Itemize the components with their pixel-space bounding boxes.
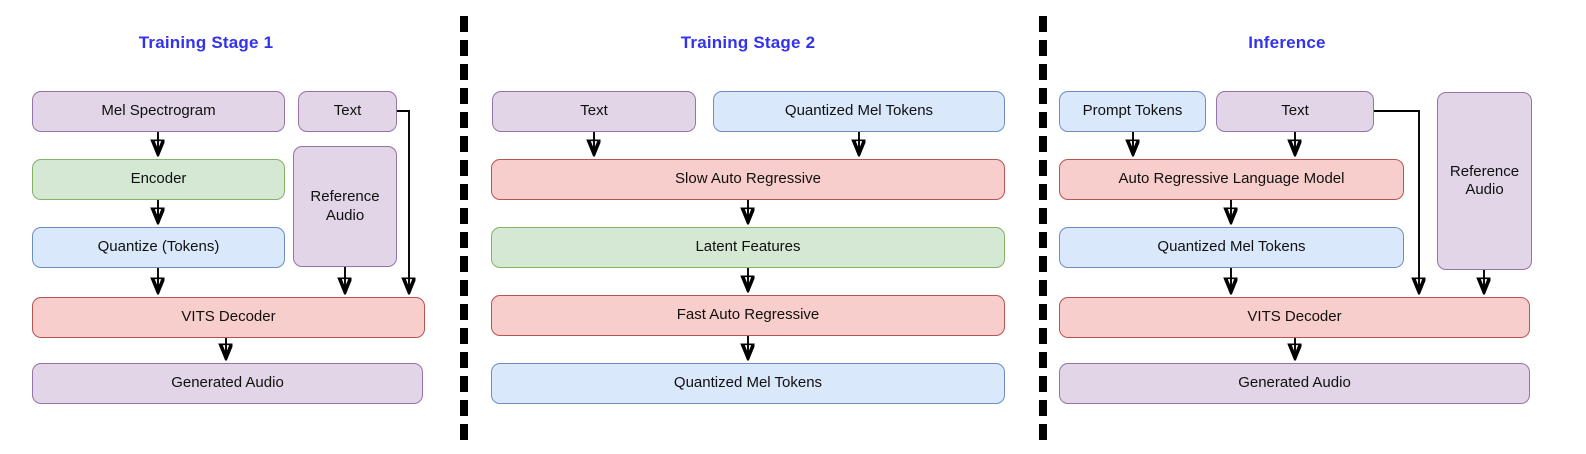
node-text-inference[interactable]: Text [1216,91,1374,132]
node-reference-audio-stage1[interactable]: Reference Audio [293,146,397,267]
node-text-stage1[interactable]: Text [298,91,397,132]
node-latent-features[interactable]: Latent Features [491,227,1005,268]
node-quantized-mel-tokens-inference[interactable]: Quantized Mel Tokens [1059,227,1404,268]
node-generated-audio-stage1[interactable]: Generated Audio [32,363,423,404]
node-vits-decoder-stage1[interactable]: VITS Decoder [32,297,425,338]
node-prompt-tokens[interactable]: Prompt Tokens [1059,91,1206,132]
panel-divider-2 [1039,16,1055,440]
panel-title-training-stage-1: Training Stage 1 [138,33,274,52]
reference-audio-label-line2: Audio [325,206,365,224]
reference-audio-label-line1: Reference [310,188,380,206]
node-auto-regressive-language-model[interactable]: Auto Regressive Language Model [1059,159,1404,200]
node-slow-auto-regressive[interactable]: Slow Auto Regressive [491,159,1005,200]
node-text-stage2[interactable]: Text [492,91,696,132]
node-mel-spectrogram[interactable]: Mel Spectrogram [32,91,285,132]
node-quantize-tokens[interactable]: Quantize (Tokens) [32,227,285,268]
node-generated-audio-inference[interactable]: Generated Audio [1059,363,1530,404]
edge-text-to-vits-stage1 [397,110,409,291]
panel-divider-1 [460,16,476,440]
node-quantized-mel-tokens-input-stage2[interactable]: Quantized Mel Tokens [713,91,1005,132]
node-encoder[interactable]: Encoder [32,159,285,200]
reference-audio-inference-label-line2: Audio [1465,181,1504,198]
panel-title-inference: Inference [1248,33,1326,52]
node-quantized-mel-tokens-output-stage2[interactable]: Quantized Mel Tokens [491,363,1005,404]
panel-title-training-stage-2: Training Stage 2 [680,33,816,52]
node-vits-decoder-inference[interactable]: VITS Decoder [1059,297,1530,338]
node-reference-audio-inference[interactable]: Reference Audio [1437,92,1532,270]
node-fast-auto-regressive[interactable]: Fast Auto Regressive [491,295,1005,336]
reference-audio-inference-label-line1: Reference [1449,162,1520,180]
